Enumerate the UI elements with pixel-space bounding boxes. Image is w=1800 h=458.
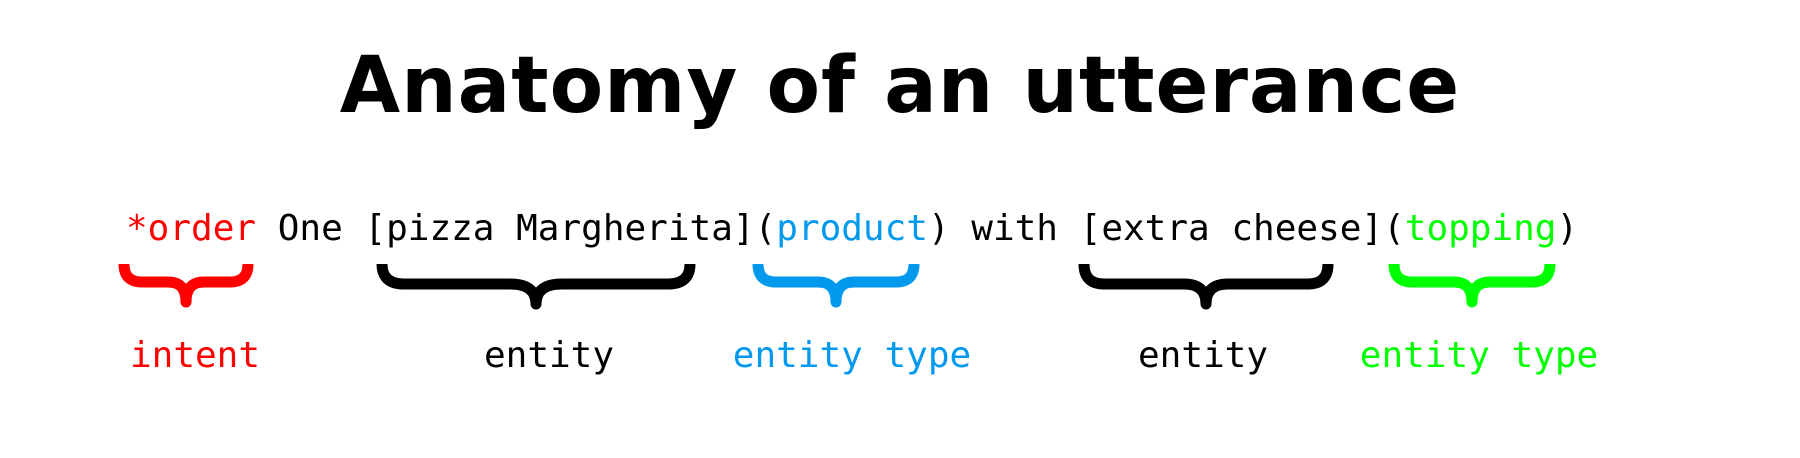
label-entity-2: entity xyxy=(1137,335,1269,376)
label-entity-type-2: entity type xyxy=(1359,335,1599,376)
utterance-line: *order One [pizza Margherita](product) w… xyxy=(126,205,1578,253)
label-intent: intent xyxy=(129,335,261,376)
label-entity-type-1: entity type xyxy=(732,335,972,376)
page-title: Anatomy of an utterance xyxy=(339,41,1461,131)
utterance-entity-type-2: topping xyxy=(1404,208,1557,249)
brace-entity-2 xyxy=(1078,263,1334,310)
utterance-text-1: One [pizza Margherita]( xyxy=(256,208,777,249)
brace-intent xyxy=(118,263,254,308)
utterance-entity-type-1: product xyxy=(776,208,928,249)
brace-entity-type-1 xyxy=(752,263,920,308)
brace-entity-1 xyxy=(376,263,696,310)
label-entity-1: entity xyxy=(483,335,615,376)
utterance-text-3: ) xyxy=(1556,208,1579,249)
utterance-text-2: ) with [extra cheese]( xyxy=(927,208,1405,249)
utterance-intent: *order xyxy=(126,208,257,249)
brace-entity-type-2 xyxy=(1388,263,1556,308)
